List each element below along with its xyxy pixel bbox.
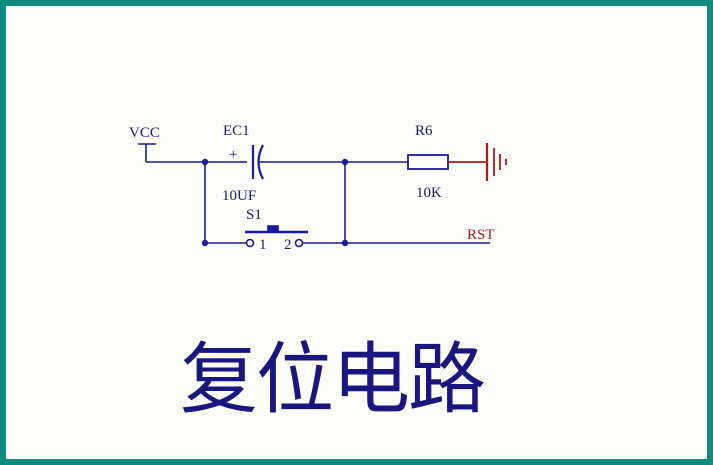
s1-contact-2 [294,238,304,248]
junction-dot-right-top [341,158,349,166]
diagram-caption: 复位电路 [180,335,486,425]
rst-net-label: RST [467,227,495,243]
s1-contact-1 [245,238,255,248]
ec1-polarity-label: + [229,147,237,163]
junction-dot-left-bottom [201,239,209,247]
r6-label: R6 [415,123,433,139]
diagram-frame [6,6,707,459]
r6-resistor-body [407,154,449,170]
ec1-label: EC1 [223,123,250,139]
s1-pin2-label: 2 [284,237,292,253]
ec1-value-label: 10UF [222,188,256,204]
ec1-plate-negative [257,144,264,180]
s1-button-cap [267,225,279,232]
ground-icon [448,143,507,181]
s1-pin1-label: 1 [259,237,267,253]
r6-value-label: 10K [416,185,442,201]
junction-dot-left-top [201,158,209,166]
s1-label: S1 [246,207,262,223]
vcc-label: VCC [129,125,160,141]
junction-dot-right-bottom [341,239,349,247]
